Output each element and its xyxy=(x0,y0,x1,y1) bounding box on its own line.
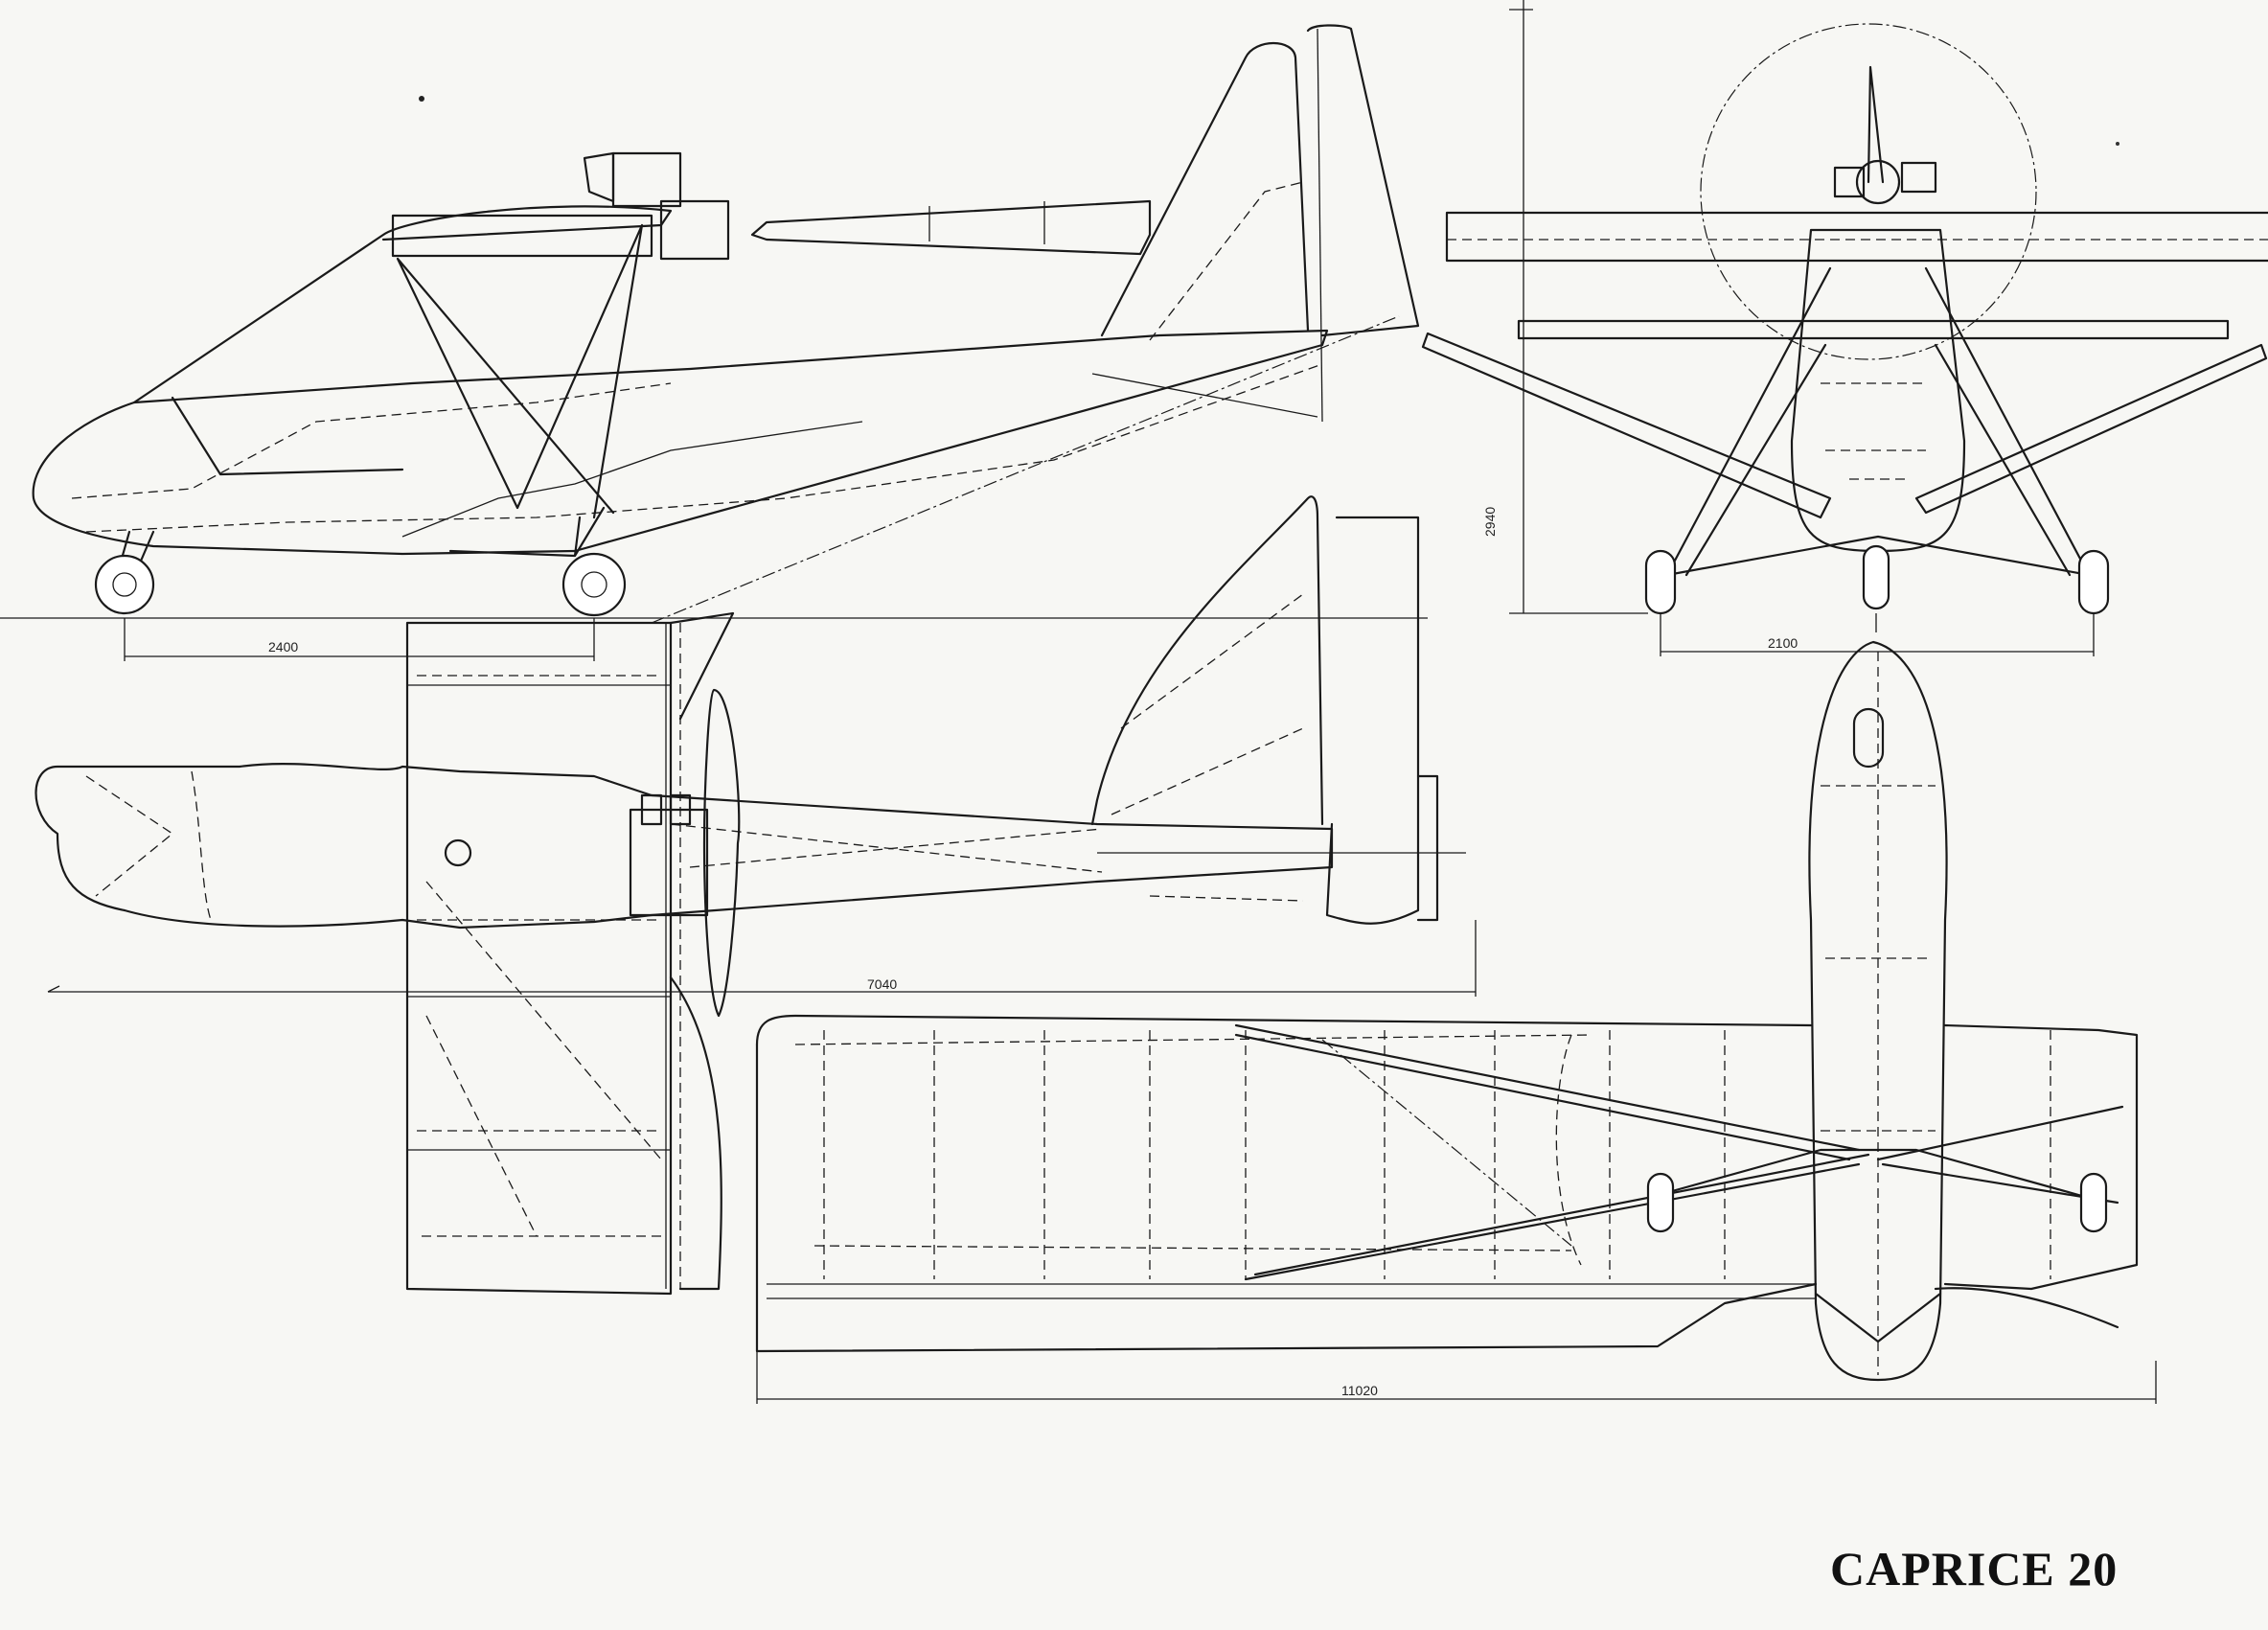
drawing-title: CAPRICE 20 xyxy=(1830,1542,2119,1596)
front-view: 2940 2100 xyxy=(1421,0,2268,656)
plan-view: 11020 xyxy=(755,640,2157,1404)
dim-wheel-base: 2400 xyxy=(268,639,298,654)
dim-length: 7040 xyxy=(867,976,897,992)
dim-track: 2100 xyxy=(1768,635,1798,651)
side-view: 2400 xyxy=(0,24,1428,661)
dim-span: 11020 xyxy=(1341,1383,1378,1398)
top-view: 7040 xyxy=(34,495,1477,1296)
dim-height: 2940 xyxy=(1482,507,1498,537)
